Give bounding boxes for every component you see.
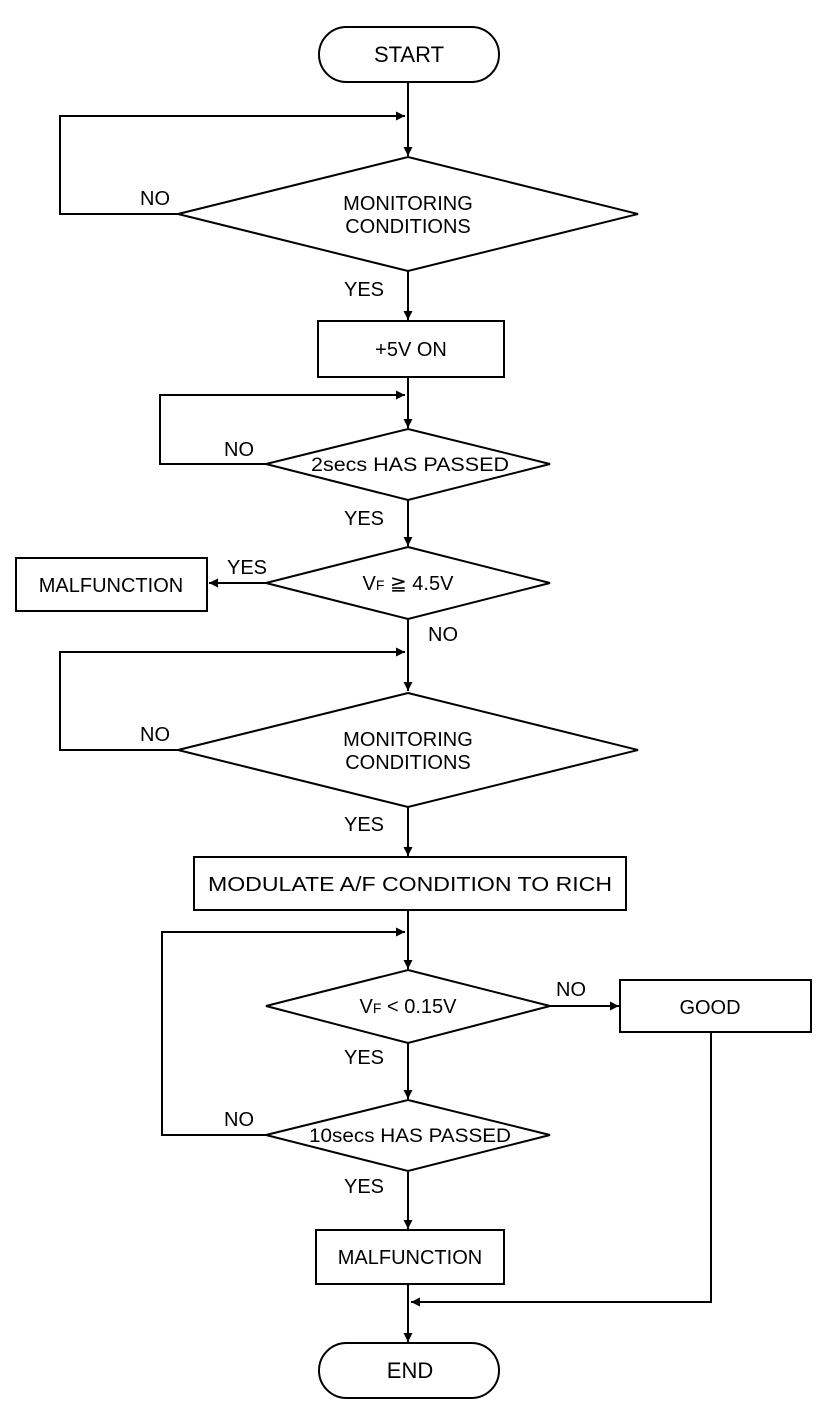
malfunction-terminal-1: MALFUNCTION [15,557,208,612]
label-yes-monitoring-1: YES [344,279,384,301]
monitoring-conditions-decision-1: MONITORING CONDITIONS [177,155,639,273]
monitoring-conditions-decision-2: MONITORING CONDITIONS [177,691,639,809]
vf-ge-sub: F [376,577,385,593]
monitoring-2-line-2: CONDITIONS [345,752,471,774]
vf-lt-decision: VF < 0.15V [265,968,551,1045]
edge-labels: NO YES NO YES YES NO NO YES NO YES NO YE… [140,188,586,1198]
label-no-monitoring-2: NO [140,724,170,746]
malfunction-2-label: MALFUNCTION [338,1247,482,1269]
edges [59,82,712,1342]
edge-10secs-no-loop [161,927,405,1136]
modulate-af-process: MODULATE A/F CONDITION TO RICH [193,856,627,911]
vf-ge-decision: VF ≧ 4.5V [265,545,551,621]
vf-lt-rest: < 0.15V [381,996,457,1018]
monitoring-2-line-1: MONITORING [343,729,473,751]
label-no-ten-secs: NO [224,1109,254,1131]
vf-lt-v: V [360,996,374,1018]
start-label: START [374,42,444,67]
vf-lt-label: VF < 0.15V [360,996,458,1018]
label-no-two-secs: NO [224,439,254,461]
edge-good-to-end [411,1032,712,1307]
edge-monitoring-2-no-loop [59,647,405,751]
vf-lt-sub: F [373,1000,382,1016]
edge-2secs-no-loop [159,390,405,465]
label-yes-monitoring-2: YES [344,814,384,836]
label-no-vf-ge: NO [428,624,458,646]
label-yes-ten-secs: YES [344,1176,384,1198]
vf-ge-rest: ≧ 4.5V [384,573,454,595]
vf-ge-v: V [363,573,377,595]
modulate-label: MODULATE A/F CONDITION TO RICH [208,874,612,896]
monitoring-1-line-1: MONITORING [343,193,473,215]
two-secs-label: 2secs HAS PASSED [311,455,509,476]
end-label: END [387,1358,433,1383]
label-yes-vf-ge: YES [227,557,267,579]
malfunction-1-label: MALFUNCTION [39,575,183,597]
label-yes-vf-lt: YES [344,1047,384,1069]
ten-secs-passed-decision: 10secs HAS PASSED [265,1098,551,1173]
vf-ge-label: VF ≧ 4.5V [363,573,455,595]
good-label: GOOD [679,997,740,1019]
start-node: START [318,26,500,83]
good-terminal: GOOD [619,979,812,1033]
malfunction-terminal-2: MALFUNCTION [315,1229,505,1285]
label-no-vf-lt: NO [556,979,586,1001]
two-secs-passed-decision: 2secs HAS PASSED [265,427,551,502]
monitoring-1-line-2: CONDITIONS [345,216,471,238]
plus5v-on-process: +5V ON [317,320,505,378]
ten-secs-label: 10secs HAS PASSED [309,1126,511,1147]
label-no-monitoring-1: NO [140,188,170,210]
plus5v-on-label: +5V ON [375,339,447,361]
label-yes-two-secs: YES [344,508,384,530]
end-node: END [318,1342,500,1399]
edge-monitoring-1-no-loop [59,111,405,215]
